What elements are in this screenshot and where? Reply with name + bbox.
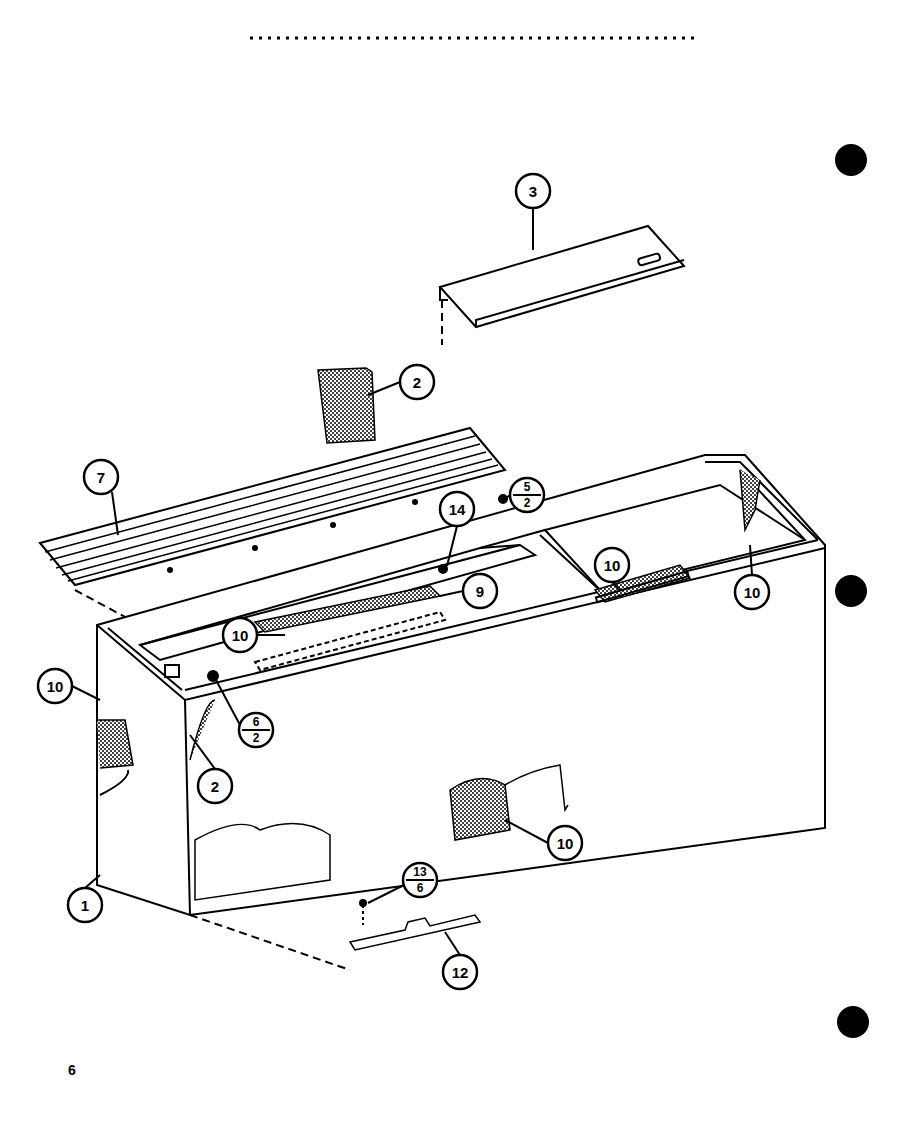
callout-number: 3: [529, 184, 537, 199]
callout-circle: [548, 826, 582, 860]
callout-number: 7: [97, 470, 105, 485]
callout-quantity-bottom: 6: [417, 882, 424, 894]
callout-circle: [223, 618, 257, 652]
fraction-bar: [406, 879, 434, 881]
callout-quantity-bottom: 2: [253, 732, 260, 744]
callout-number: 10: [744, 585, 761, 600]
callout-quantity-top: 6: [253, 716, 260, 728]
callout-circle: [400, 365, 434, 399]
callout-number: 9: [476, 584, 484, 599]
callout-circle: [198, 769, 232, 803]
fraction-bar: [242, 729, 270, 731]
callout-circle: [595, 548, 629, 582]
callout-circle: [68, 888, 102, 922]
callout-circle: [463, 574, 497, 608]
callout-circle: [516, 174, 550, 208]
callout-number: 2: [413, 375, 421, 390]
callout-circle: [38, 669, 72, 703]
callout-number: 1: [81, 898, 89, 913]
page-number: 6: [68, 1063, 76, 1077]
callout-number: 10: [604, 558, 621, 573]
callout-circle: [84, 460, 118, 494]
callout-number: 12: [452, 965, 469, 980]
callout-circle: [440, 492, 474, 526]
callout-number: 14: [449, 502, 466, 517]
callout-quantity-top: 5: [524, 481, 531, 493]
callout-quantity-bottom: 2: [524, 497, 531, 509]
callout-number: 10: [232, 628, 249, 643]
callout-circle: [443, 955, 477, 989]
callout-circle: [403, 863, 437, 897]
callout-circle: [735, 575, 769, 609]
callout-number: 10: [47, 679, 64, 694]
callout-circle: [510, 478, 544, 512]
callout-circle: [239, 713, 273, 747]
fraction-bar: [513, 494, 541, 496]
callout-number: 10: [557, 836, 574, 851]
callout-number: 2: [211, 779, 219, 794]
callout-quantity-top: 13: [413, 866, 426, 878]
